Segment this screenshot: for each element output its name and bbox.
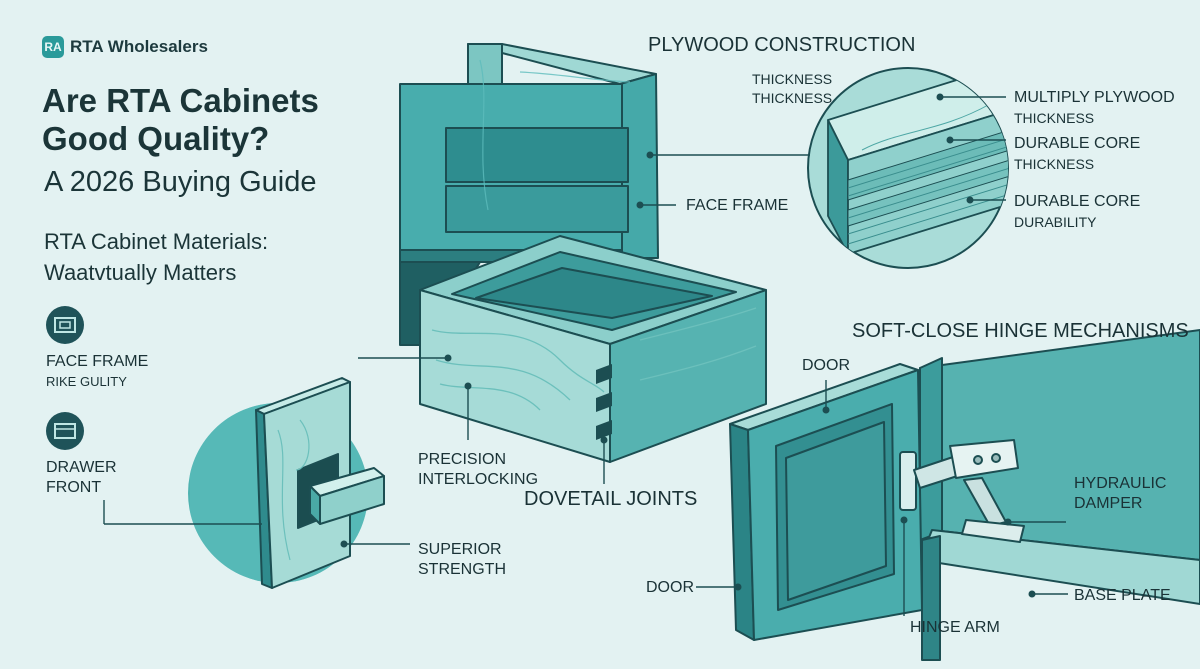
door-bottom-label: DOOR — [646, 579, 694, 596]
dovetail-teeth — [596, 364, 612, 440]
leader-lines — [103, 96, 1068, 616]
plywood-thickness-2: THICKNESS — [752, 90, 833, 106]
superior-line-1: SUPERIOR — [418, 541, 502, 558]
base-plate-label: BASE PLATE — [1074, 587, 1171, 604]
feature-drawer-front-line-1: DRAWER — [46, 459, 117, 476]
hydraulic-damper-label: HYDRAULIC DAMPER — [1074, 474, 1166, 514]
brand-logo-icon: RA — [42, 36, 64, 58]
drawer-box-illustration — [419, 235, 767, 463]
hydraulic-line-2: DAMPER — [1074, 495, 1143, 512]
door-top-label: DOOR — [802, 357, 850, 374]
hinge-arm-label: HINGE ARM — [910, 619, 1000, 636]
hinge-cabinet-illustration — [729, 329, 1200, 661]
multiply-plywood-label: MULTIPLY PLYWOOD THICKNESS — [1014, 88, 1175, 128]
feature-face-frame-line-1: FACE FRAME — [46, 353, 149, 370]
page-title-line-2: Good Quality? — [42, 120, 270, 157]
durable-core-1-sub: THICKNESS — [1014, 156, 1095, 172]
plywood-thickness-label: THICKNESS THICKNESS — [752, 70, 832, 108]
dovetail-joints-label: DOVETAIL JOINTS — [524, 488, 698, 510]
durable-core-label-2: DURABLE CORE DURABILITY — [1014, 192, 1140, 232]
multiply-plywood-title: MULTIPLY PLYWOOD — [1014, 89, 1175, 106]
feature-face-frame: FACE FRAME RIKE GULITY — [46, 352, 148, 392]
drawer-front-icon — [46, 412, 84, 450]
feature-drawer-front-line-2: FRONT — [46, 479, 102, 496]
brand-name: RTA Wholesalers — [70, 37, 208, 56]
feature-drawer-front: DRAWER FRONT — [46, 458, 117, 498]
durable-core-2-title: DURABLE CORE — [1014, 193, 1141, 210]
superior-line-2: STRENGTH — [418, 561, 506, 578]
plywood-detail-circle — [807, 67, 1009, 269]
face-frame-label: FACE FRAME — [686, 197, 789, 214]
page-title-line-1: Are RTA Cabinets — [42, 82, 319, 119]
durable-core-label-1: DURABLE CORE THICKNESS — [1014, 134, 1140, 174]
page-subtitle: A 2026 Buying Guide — [44, 166, 317, 198]
multiply-plywood-sub: THICKNESS — [1014, 110, 1095, 126]
face-frame-illustration — [399, 43, 659, 346]
precision-line-2: INTERLOCKING — [418, 471, 539, 488]
precision-interlocking-label: PRECISION INTERLOCKING — [418, 450, 538, 490]
hydraulic-line-1: HYDRAULIC — [1074, 475, 1167, 492]
hinge-heading: SOFT-CLOSE HINGE MECHANISMS — [852, 320, 1189, 342]
joint-detail-circle — [188, 377, 385, 589]
plywood-heading: PLYWOOD CONSTRUCTION — [648, 34, 916, 56]
section-title: RTA Cabinet Materials: Waatvtually Matte… — [44, 226, 268, 288]
precision-line-1: PRECISION — [418, 451, 507, 468]
leader-dots — [340, 93, 1036, 598]
face-frame-icon — [46, 306, 84, 344]
durable-core-2-sub: DURABILITY — [1014, 214, 1097, 230]
durable-core-1-title: DURABLE CORE — [1014, 135, 1141, 152]
page-title: Are RTA Cabinets Good Quality? — [42, 82, 319, 158]
plywood-thickness-1: THICKNESS — [752, 71, 833, 87]
section-title-line-1: RTA Cabinet Materials: — [44, 229, 269, 254]
section-title-line-2: Waatvtually Matters — [44, 260, 237, 285]
feature-face-frame-line-2: RIKE GULITY — [46, 374, 127, 389]
brand[interactable]: RA RTA Wholesalers — [42, 36, 208, 58]
superior-strength-label: SUPERIOR STRENGTH — [418, 540, 506, 580]
